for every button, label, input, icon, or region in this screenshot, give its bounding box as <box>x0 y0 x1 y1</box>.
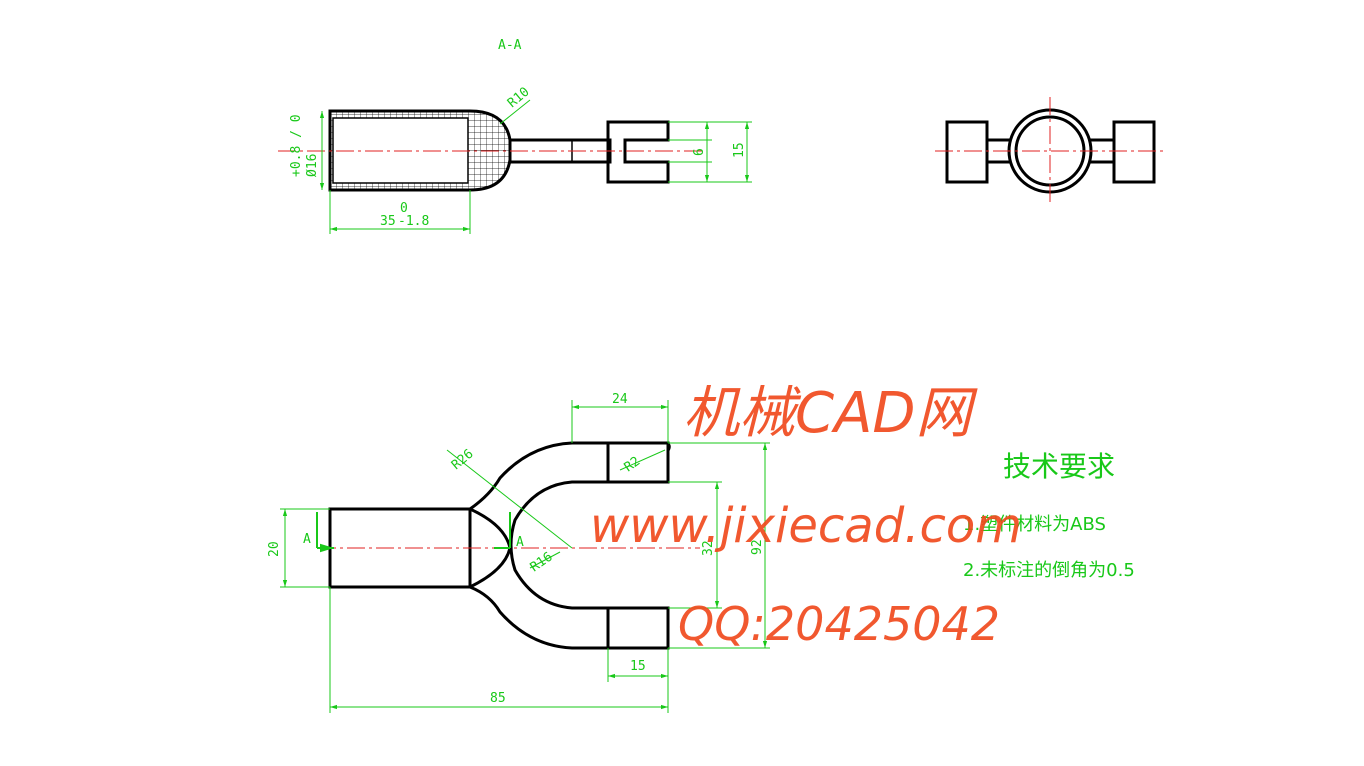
section-marker-right: A <box>516 535 524 550</box>
tech-requirement-1: 1.塑件材料为ABS <box>963 514 1106 535</box>
dim-line-r10 <box>499 99 531 125</box>
dim-15: 15 <box>732 142 747 158</box>
watermark-line-1: 机械CAD网 <box>683 381 979 446</box>
dim-32: 32 <box>701 540 716 556</box>
dim-dia16-tol: +0.8 / 0 <box>289 114 304 177</box>
dim-6: 6 <box>692 148 707 156</box>
left-tab <box>945 120 989 184</box>
dim-35-tol-upper: 0 <box>400 201 408 216</box>
dim-r26: R26 <box>449 446 477 473</box>
tine-fillet <box>667 442 671 453</box>
section-view-a-a: A-A R10 Ø16 +0.8 / 0 35 0 -1.8 6 15 <box>278 38 752 234</box>
dim-15b: 15 <box>630 659 646 674</box>
dim-20: 20 <box>267 541 282 557</box>
watermark: 机械CAD网 www.jixiecad.com QQ:20425042 <box>590 381 1022 651</box>
dim-92: 92 <box>750 539 765 555</box>
watermark-line-3: QQ:20425042 <box>678 597 1000 651</box>
dim-r2: R2 <box>622 454 643 475</box>
section-marker-left: A <box>303 532 311 547</box>
fork-end <box>606 120 670 184</box>
section-label: A-A <box>498 38 522 53</box>
dim-line-r26 <box>446 449 573 549</box>
dim-35-tol-lower: -1.8 <box>398 214 429 229</box>
tech-requirement-2: 2.未标注的倒角为0.5 <box>963 560 1135 581</box>
dim-r10: R10 <box>505 84 533 111</box>
tech-requirements: 技术要求 1.塑件材料为ABS 2.未标注的倒角为0.5 <box>963 450 1135 581</box>
right-tab <box>1112 120 1156 184</box>
tech-requirements-title: 技术要求 <box>1003 450 1115 483</box>
dim-85: 85 <box>490 691 506 706</box>
end-view <box>935 97 1166 205</box>
dim-line-r2 <box>619 449 666 471</box>
dim-line-r16 <box>529 551 561 569</box>
dim-35: 35 <box>380 214 396 229</box>
dim-dia16: Ø16 <box>305 154 320 177</box>
dim-r16: R16 <box>528 550 556 576</box>
watermark-line-2: www.jixiecad.com <box>590 498 1022 554</box>
dim-24: 24 <box>612 392 628 407</box>
